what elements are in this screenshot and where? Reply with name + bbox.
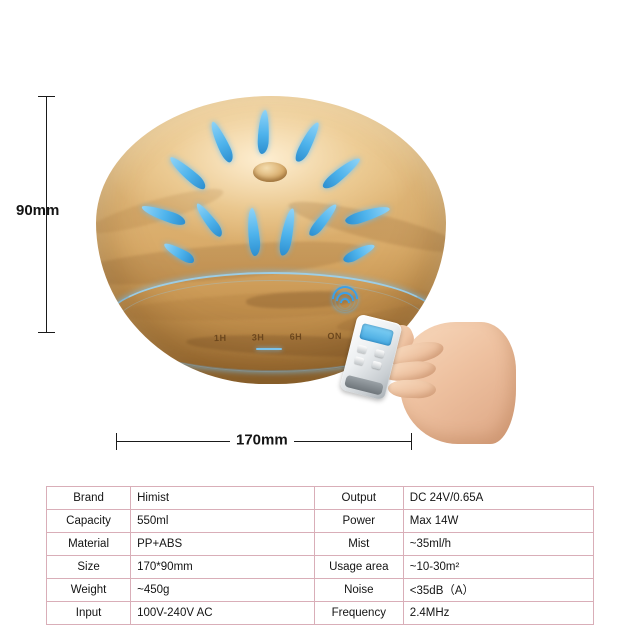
product-photo: 90mm [16, 96, 516, 450]
led-petal-cutout [206, 119, 237, 165]
spec-value: ~450g [130, 578, 315, 602]
width-dimension-cap-right [411, 433, 412, 450]
spec-value: 100V-240V AC [130, 601, 315, 625]
spec-key-2: Noise [313, 578, 404, 602]
led-petal-cutout [166, 154, 209, 192]
spec-value: 170*90mm [130, 555, 315, 579]
top-vent-nub [253, 162, 287, 182]
spec-key-2: Power [313, 509, 404, 533]
spec-key: Material [45, 532, 132, 556]
led-petal-cutout [192, 201, 226, 239]
specifications-table: Brand Himist Output DC 24V/0.65A Capacit… [45, 486, 595, 625]
timer-label-on: ON [327, 330, 343, 342]
led-petal-cutout [320, 154, 363, 192]
table-row: Weight ~450g Noise <35dB（A） [45, 578, 595, 602]
spec-key-2: Mist [313, 532, 404, 556]
table-row: Input 100V-240V AC Frequency 2.4MHz [45, 601, 595, 625]
wifi-signal-icon [326, 280, 364, 318]
led-seam-ring-inner [114, 280, 430, 372]
width-dimension-label: 170mm [230, 431, 294, 449]
specifications-body: Brand Himist Output DC 24V/0.65A Capacit… [45, 486, 595, 625]
spec-value-2: 2.4MHz [402, 601, 595, 625]
spec-value-2: DC 24V/0.65A [402, 486, 595, 510]
height-dimension-line [46, 96, 47, 332]
table-row: Material PP+ABS Mist ~35ml/h [45, 532, 595, 556]
led-petal-cutout [292, 119, 323, 165]
table-row: Capacity 550ml Power Max 14W [45, 509, 595, 533]
timer-label-6h: 6H [289, 331, 303, 342]
spec-key-2: Frequency [313, 601, 404, 625]
spec-value: Himist [130, 486, 315, 510]
spec-value-2: <35dB（A） [402, 578, 595, 602]
spec-value: 550ml [130, 509, 315, 533]
table-row: Brand Himist Output DC 24V/0.65A [45, 486, 595, 510]
spec-value: PP+ABS [130, 532, 315, 556]
height-dimension-label: 90mm [16, 202, 60, 219]
spec-key: Input [45, 601, 132, 625]
spec-key: Capacity [45, 509, 132, 533]
finger [387, 379, 437, 399]
spec-key: Brand [45, 486, 132, 510]
spec-key-2: Output [313, 486, 404, 510]
spec-key: Size [45, 555, 132, 579]
led-petal-cutout [257, 109, 270, 155]
hand [366, 300, 516, 450]
spec-key: Weight [45, 578, 132, 602]
timer-label-3h: 3H [251, 332, 265, 343]
spec-value-2: ~10-30m² [402, 555, 595, 579]
timer-active-indicator [256, 348, 282, 350]
spec-value-2: ~35ml/h [402, 532, 595, 556]
table-row: Size 170*90mm Usage area ~10-30m² [45, 555, 595, 579]
height-dimension-cap-bottom [38, 332, 55, 333]
timer-label-1h: 1H [213, 332, 227, 344]
spec-key-2: Usage area [313, 555, 404, 579]
spec-value-2: Max 14W [402, 509, 595, 533]
